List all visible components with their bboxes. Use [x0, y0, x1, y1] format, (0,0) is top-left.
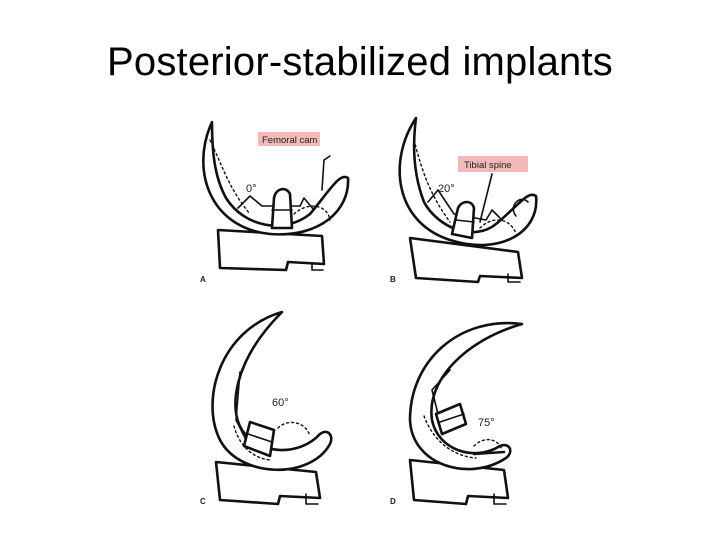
angle-label-a: 0° [246, 183, 257, 195]
knee-diagram-d: 75° D [390, 321, 524, 506]
callout-box-tibial-spine [458, 156, 528, 172]
callout-box-femoral-cam [258, 132, 320, 146]
panel-letter-d: D [390, 497, 396, 506]
tibial-spine [242, 420, 276, 458]
tibial-tray [214, 460, 322, 506]
angle-label-b: 20° [438, 183, 455, 195]
femoral-component [398, 116, 538, 247]
femoral-component [408, 321, 524, 471]
femoral-component [202, 120, 350, 236]
angle-label-c: 60° [272, 397, 289, 409]
tibial-spine [270, 187, 294, 230]
tibial-tray [408, 236, 524, 284]
diagram-panel-b: 20° B Tibial spine [380, 110, 550, 290]
tibial-tray [216, 228, 326, 272]
knee-diagram-a: 0° A Femoral cam [200, 120, 350, 284]
panel-letter-a: A [200, 275, 206, 284]
slide-title: Posterior-stabilized implants [107, 40, 613, 84]
callout-femoral-cam: Femoral cam [262, 135, 318, 146]
knee-diagram-c: 60° C [200, 310, 333, 506]
callout-tibial-spine: Tibial spine [464, 160, 512, 171]
tibial-tray [408, 458, 510, 506]
diagram-panel-a: 0° A Femoral cam [190, 110, 360, 290]
panel-letter-c: C [200, 497, 206, 506]
panel-letter-b: B [390, 275, 396, 284]
femoral-component [211, 310, 333, 472]
angle-label-d: 75° [478, 417, 495, 429]
diagram-panel-c: 60° C [190, 310, 360, 510]
knee-diagram-b: 20° B Tibial spine [390, 116, 538, 284]
diagram-panel-d: 75° D [380, 310, 550, 510]
